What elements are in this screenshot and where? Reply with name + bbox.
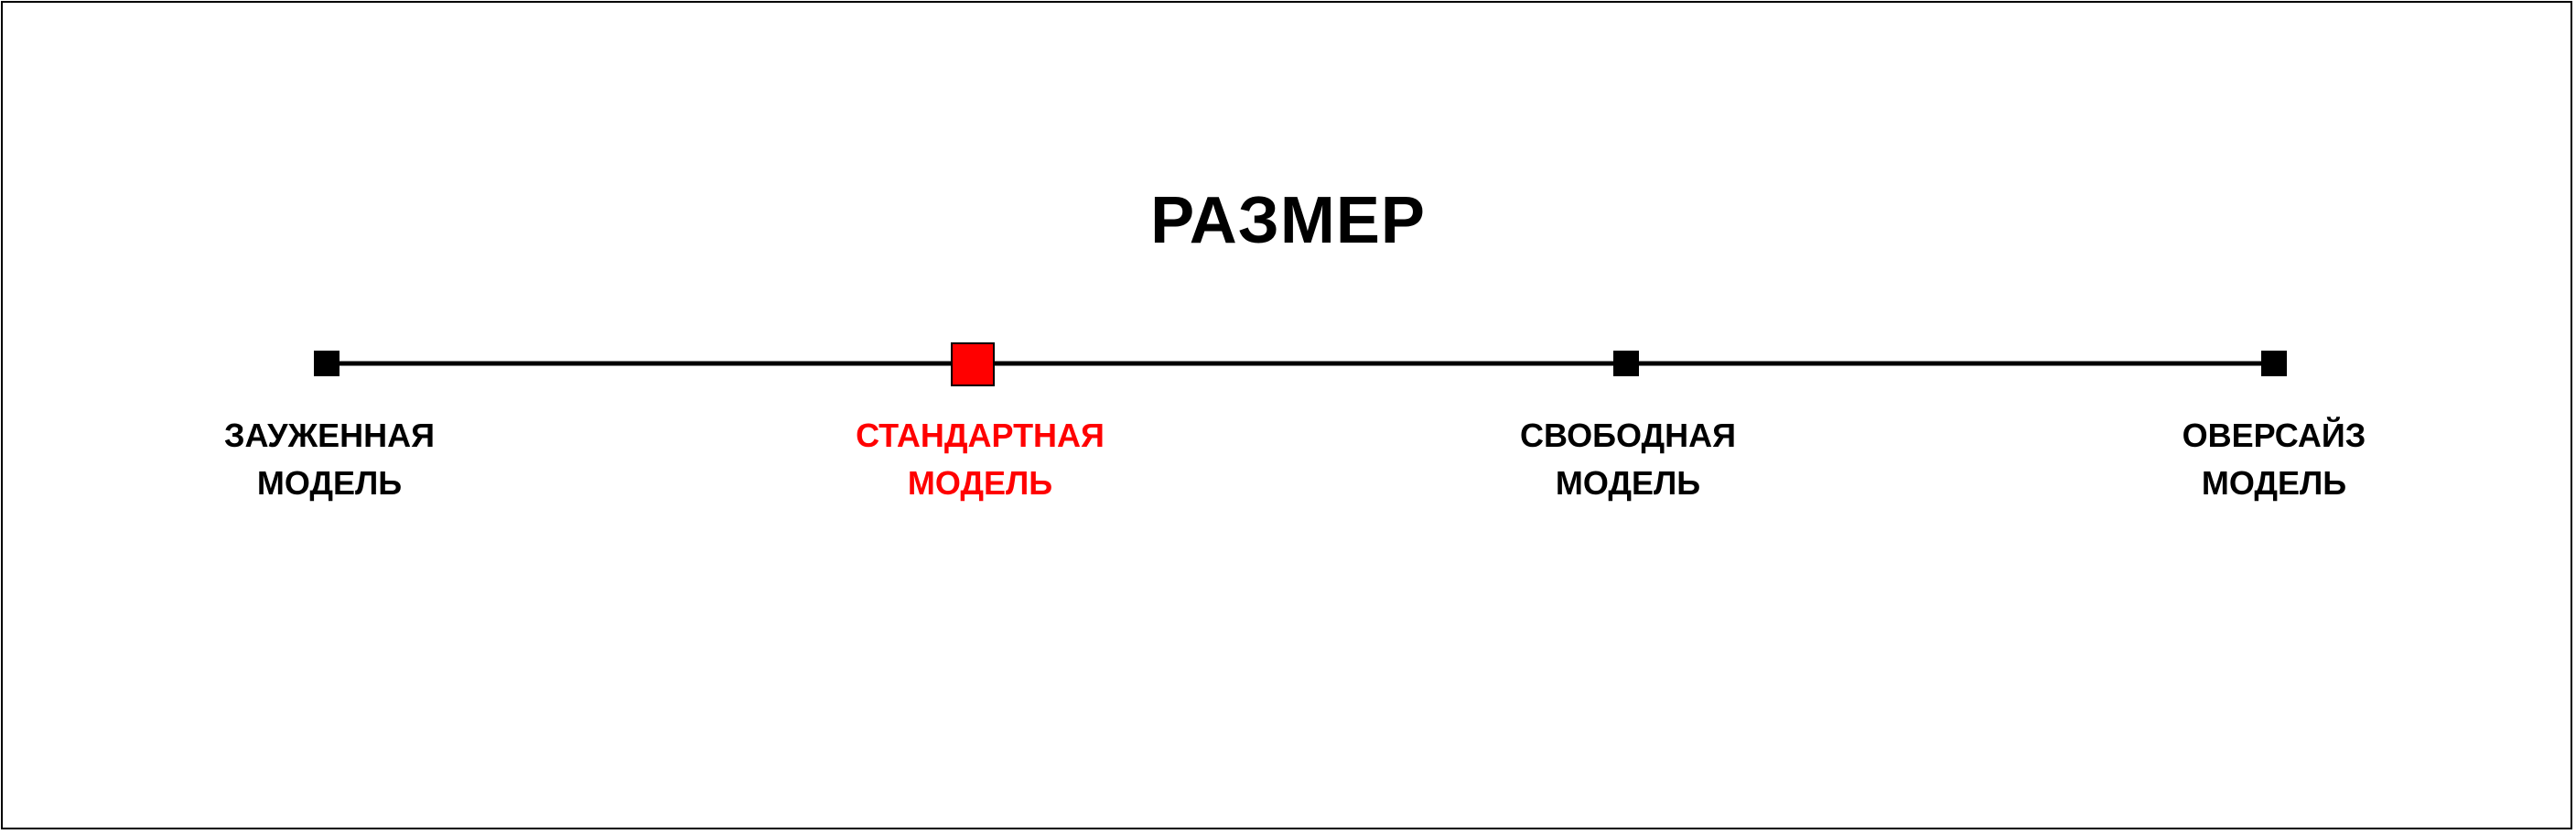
size-title: РАЗМЕР — [1150, 184, 1426, 257]
marker-loose[interactable] — [1613, 351, 1639, 376]
marker-oversize[interactable] — [2261, 351, 2287, 376]
option-oversize-label[interactable]: ОВЕРСАЙЗ МОДЕЛЬ — [2091, 412, 2457, 507]
option-oversize-line1: ОВЕРСАЙЗ — [2182, 417, 2366, 454]
option-standard-line2: МОДЕЛЬ — [907, 464, 1053, 502]
option-fitted-line1: ЗАУЖЕННАЯ — [224, 417, 435, 454]
option-standard-label[interactable]: СТАНДАРТНАЯ МОДЕЛЬ — [797, 412, 1163, 507]
option-loose-line1: СВОБОДНАЯ — [1519, 417, 1737, 454]
option-fitted-line2: МОДЕЛЬ — [256, 464, 403, 502]
option-standard-line1: СТАНДАРТНАЯ — [856, 417, 1105, 454]
option-loose-label[interactable]: СВОБОДНАЯ МОДЕЛЬ — [1445, 412, 1811, 507]
option-oversize-line2: МОДЕЛЬ — [2201, 464, 2347, 502]
marker-standard[interactable] — [951, 342, 995, 386]
option-fitted-label[interactable]: ЗАУЖЕННАЯ МОДЕЛЬ — [146, 412, 512, 507]
option-loose-line2: МОДЕЛЬ — [1555, 464, 1701, 502]
marker-fitted[interactable] — [314, 351, 340, 376]
